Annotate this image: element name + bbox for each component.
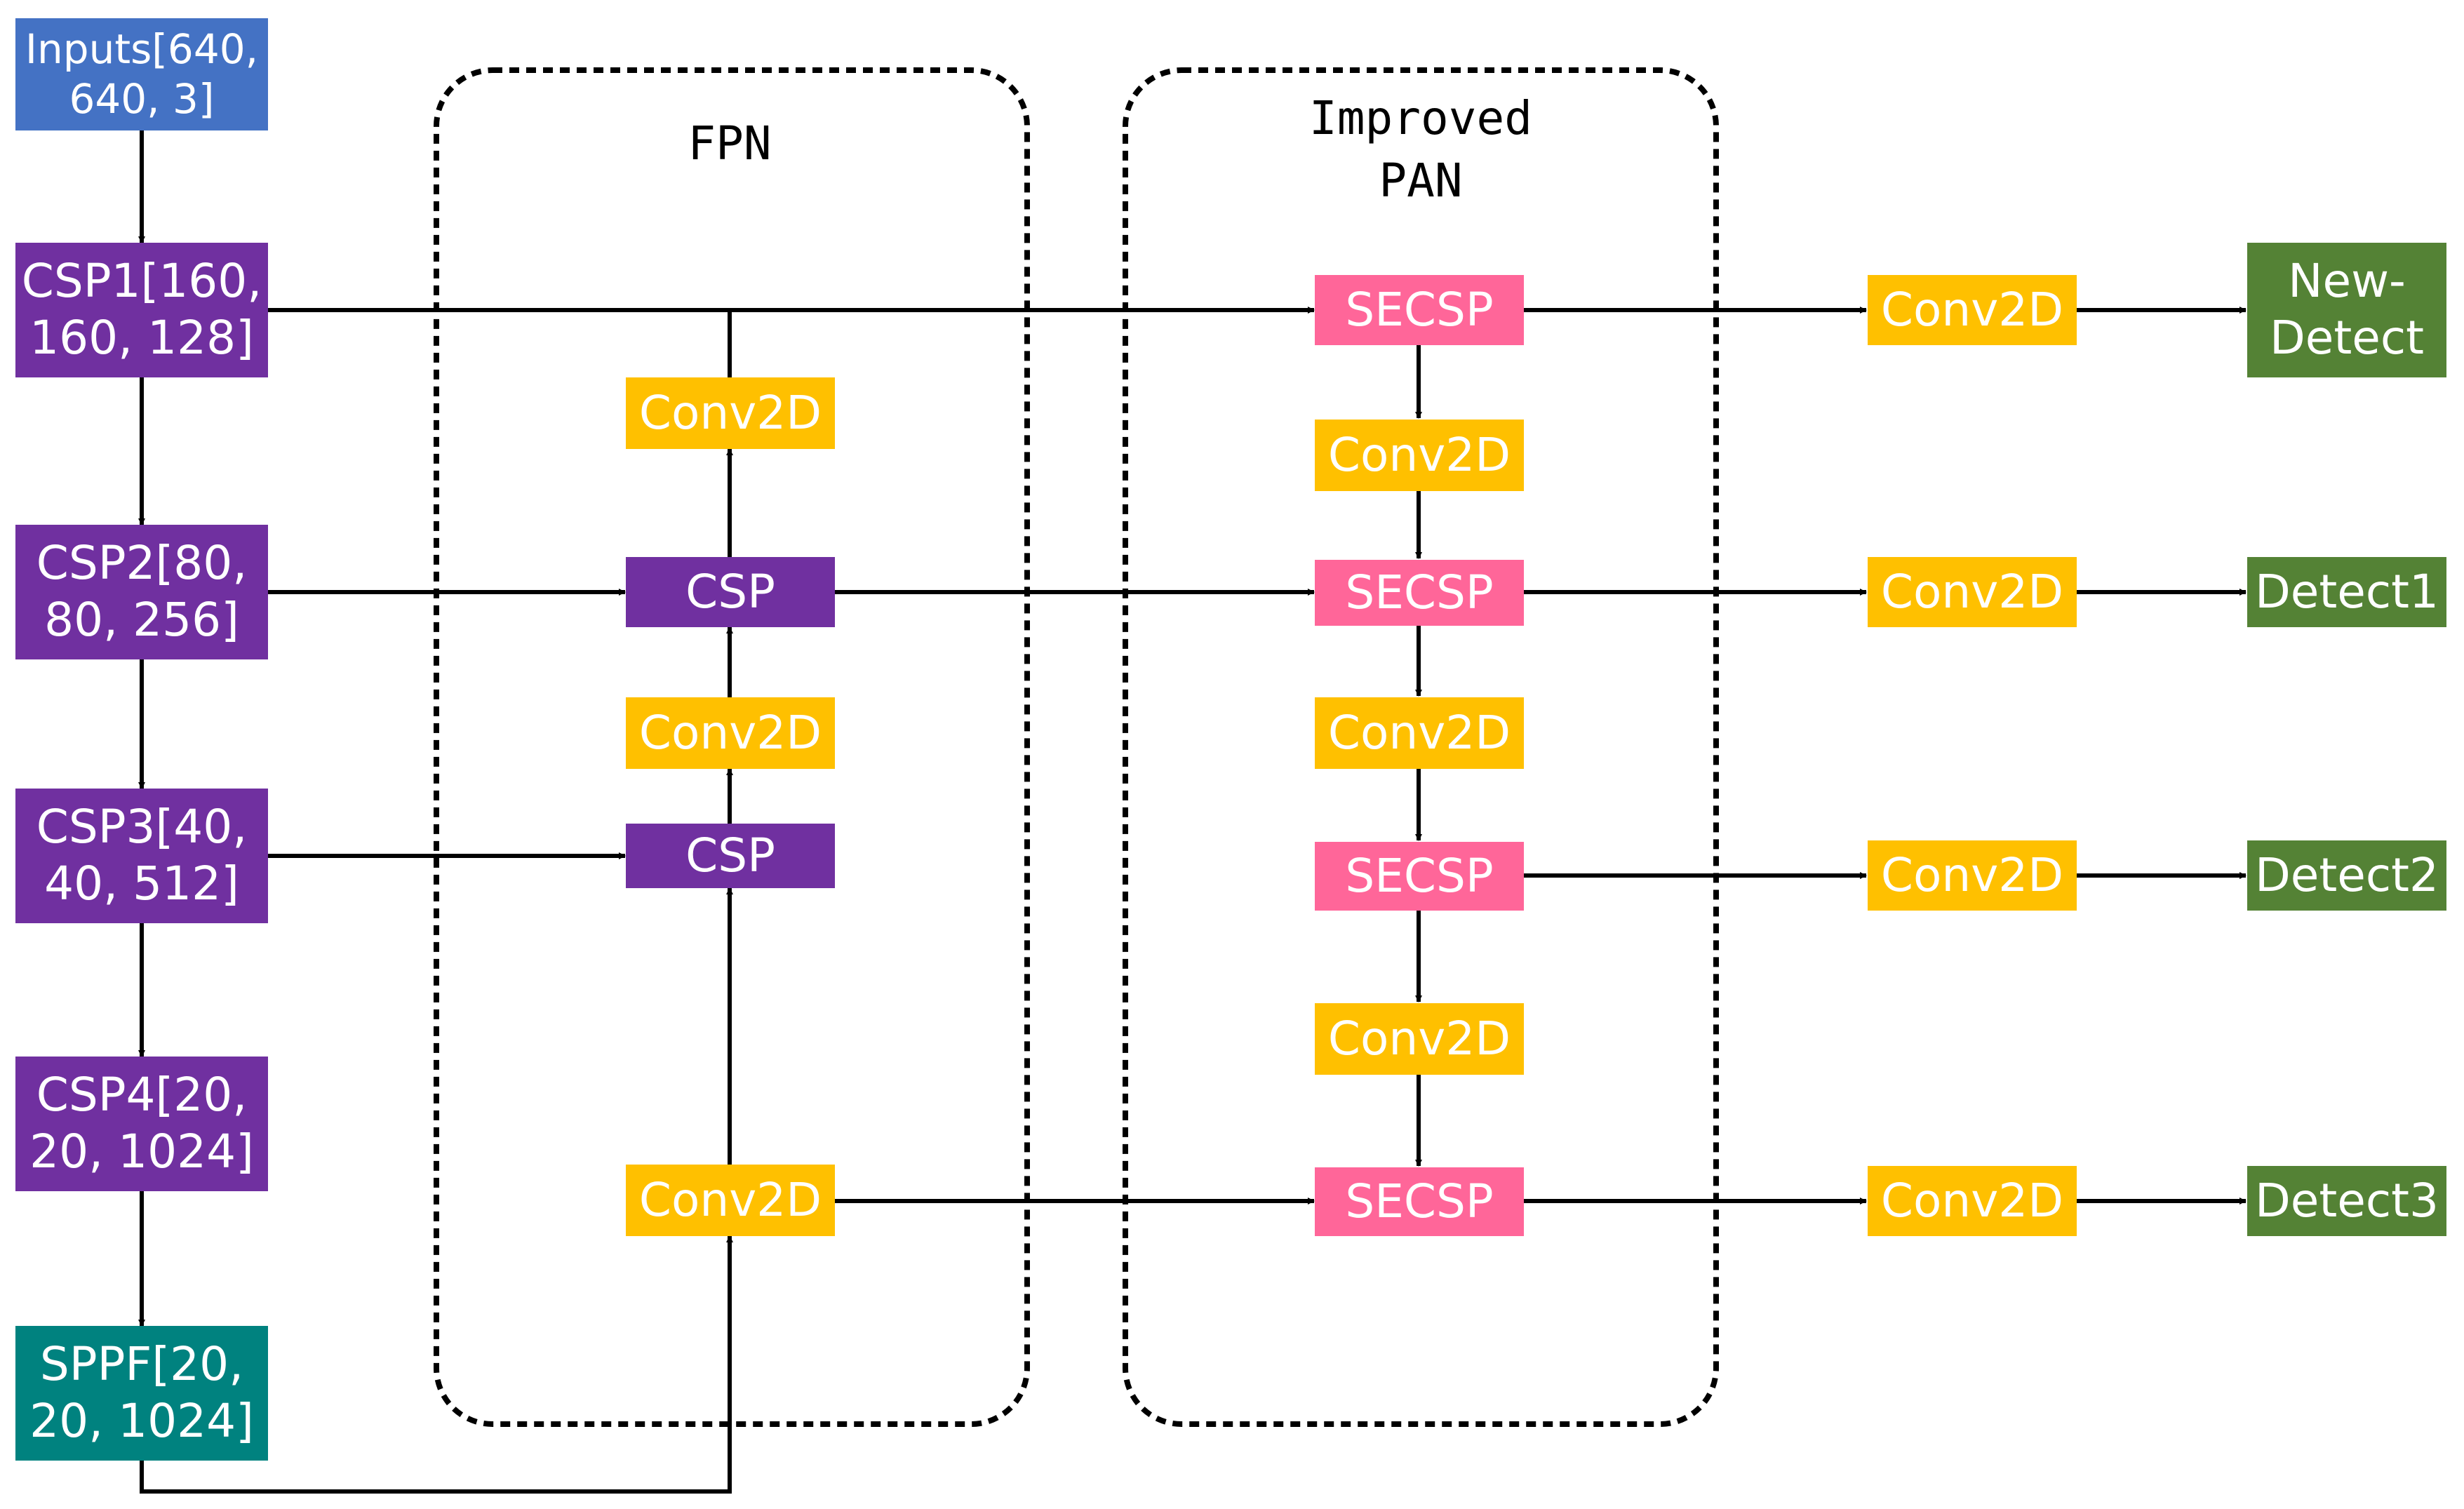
csp1-node: CSP1[160,160, 128] — [15, 243, 268, 377]
new-detect-line2: Detect — [2269, 311, 2425, 365]
new-detect-node: New-Detect — [2247, 243, 2446, 377]
input-node: Inputs[640,640, 3] — [15, 18, 268, 130]
sppf-node: SPPF[20,20, 1024] — [15, 1326, 268, 1461]
fpn-csp-b: CSP — [626, 824, 835, 888]
arrow-sppf-fpn-conv — [140, 1235, 733, 1494]
pan-secsp-4: SECSP — [1315, 1167, 1524, 1236]
sppf-node-line2: 20, 1024] — [29, 1394, 254, 1448]
pan-secsp-2: SECSP — [1315, 560, 1524, 626]
head-conv2d-3: Conv2D — [1868, 840, 2077, 911]
csp4-node-line1: CSP4[20, — [36, 1068, 248, 1122]
detect3-node: Detect3 — [2247, 1166, 2446, 1236]
head-conv2d-1: Conv2D — [1868, 275, 2077, 345]
pan-group-title-line1: Improved — [1309, 91, 1532, 145]
csp2-node: CSP2[80,80, 256] — [15, 525, 268, 659]
head-conv2d-2: Conv2D — [1868, 557, 2077, 627]
fpn-group-outline — [434, 67, 1030, 1427]
pan-conv2d-1: Conv2D — [1315, 420, 1524, 491]
csp2-node-line2: 80, 256] — [44, 593, 239, 647]
detect2-node: Detect2 — [2247, 840, 2446, 911]
fpn-group-title: FPN — [688, 116, 772, 170]
pan-secsp-3: SECSP — [1315, 842, 1524, 911]
detect1-node: Detect1 — [2247, 557, 2446, 627]
fpn-conv2d-mid: Conv2D — [626, 697, 835, 769]
pan-conv2d-3: Conv2D — [1315, 1003, 1524, 1075]
csp3-node-line2: 40, 512] — [44, 857, 239, 911]
pan-conv2d-2: Conv2D — [1315, 697, 1524, 769]
pan-group-outline — [1123, 67, 1719, 1427]
fpn-conv2d-bottom: Conv2D — [626, 1165, 835, 1236]
pan-secsp-1: SECSP — [1315, 275, 1524, 345]
csp1-node-line1: CSP1[160, — [21, 254, 262, 309]
pan-group-title-line2: PAN — [1379, 154, 1463, 208]
pan-group-title: Improved PAN — [1249, 87, 1593, 212]
sppf-node-line1: SPPF[20, — [39, 1337, 244, 1392]
csp1-node-line2: 160, 128] — [29, 311, 254, 365]
fpn-csp-a: CSP — [626, 557, 835, 627]
csp4-node-line2: 20, 1024] — [29, 1125, 254, 1179]
csp2-node-line1: CSP2[80, — [36, 536, 248, 591]
input-node-line2: 640, 3] — [69, 75, 215, 123]
fpn-conv2d-top: Conv2D — [626, 377, 835, 449]
head-conv2d-4: Conv2D — [1868, 1166, 2077, 1236]
csp3-node: CSP3[40,40, 512] — [15, 789, 268, 923]
input-node-line1: Inputs[640, — [25, 25, 259, 74]
new-detect-line1: New- — [2288, 254, 2406, 309]
csp4-node: CSP4[20,20, 1024] — [15, 1057, 268, 1191]
csp3-node-line1: CSP3[40, — [36, 800, 248, 854]
